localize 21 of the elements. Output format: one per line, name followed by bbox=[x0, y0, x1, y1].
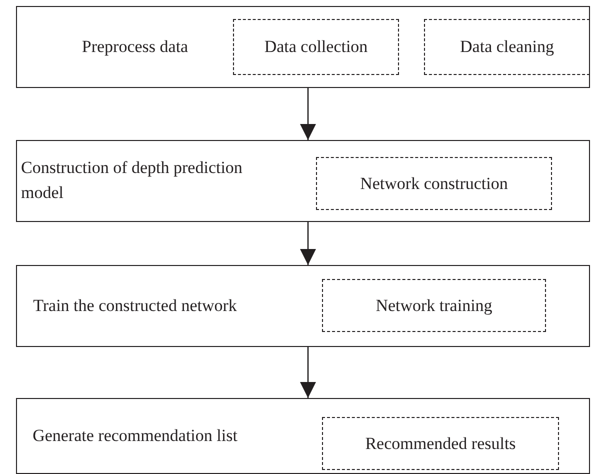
subtask-box bbox=[322, 279, 546, 332]
step-title: Preprocess data bbox=[82, 36, 188, 58]
process-box bbox=[16, 398, 590, 474]
subtask-box bbox=[322, 417, 559, 470]
process-box bbox=[16, 6, 590, 88]
step-title: Construction of depth prediction model bbox=[21, 157, 244, 204]
step-title: Generate recommendation list bbox=[32, 424, 238, 447]
subtask-box bbox=[424, 19, 590, 75]
subtask-label: Recommended results bbox=[365, 434, 516, 454]
step-title: Train the constructed network bbox=[33, 294, 237, 317]
arrow bbox=[300, 347, 316, 398]
arrow bbox=[300, 222, 316, 265]
process-box bbox=[16, 140, 590, 222]
subtask-box bbox=[233, 19, 399, 75]
subtask-label: Data cleaning bbox=[460, 37, 554, 57]
arrow bbox=[300, 88, 316, 140]
subtask-label: Data collection bbox=[264, 37, 368, 57]
process-box bbox=[16, 265, 590, 347]
subtask-label: Network construction bbox=[360, 174, 508, 194]
subtask-label: Network training bbox=[376, 296, 492, 316]
subtask-box bbox=[316, 157, 552, 210]
